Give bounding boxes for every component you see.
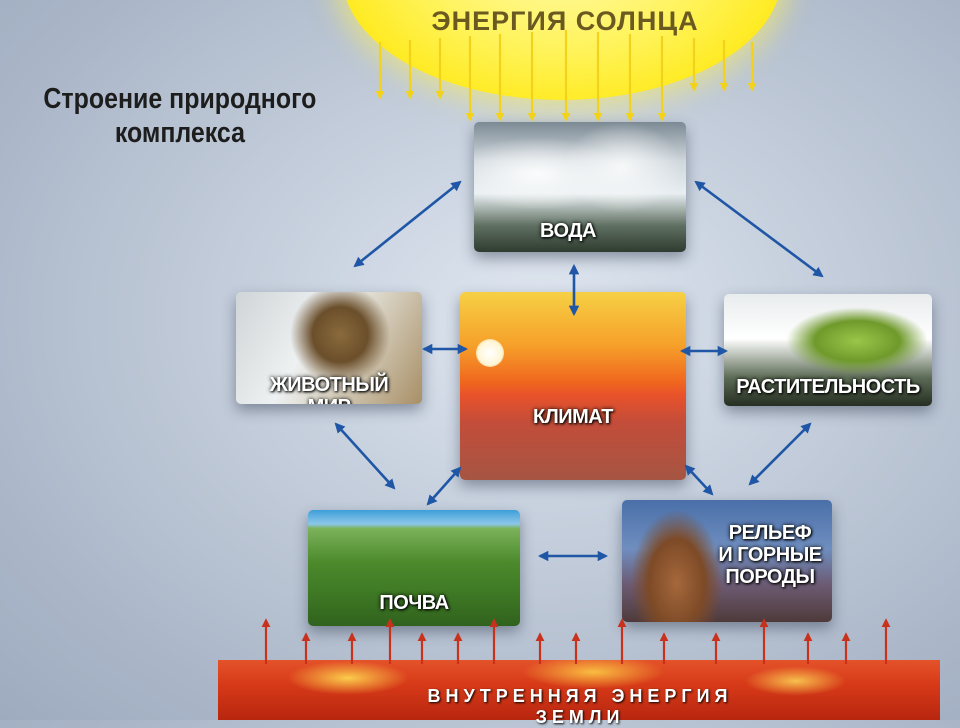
component-relief: РЕЛЬЕФ И ГОРНЫЕ ПОРОДЫ [622,500,832,622]
relief-label-line-1: РЕЛЬЕФ [728,522,812,544]
link-arrow-climate-soil [426,466,462,506]
climate-label: КЛИМАТ [533,406,613,428]
diagram-title: Строение природного комплекса [38,82,322,150]
title-line-2: комплекса [114,117,245,149]
relief-label: РЕЛЬЕФ И ГОРНЫЕ ПОРОДЫ [708,522,832,588]
earth-energy-label: ВНУТРЕННЯЯ ЭНЕРГИЯ ЗЕМЛИ [427,686,733,727]
plants-label: РАСТИТЕЛЬНОСТЬ [736,376,920,398]
link-arrow-water-animals [353,180,462,268]
title-line-1: Строение природного [43,83,317,115]
earth-energy-arrows [261,618,891,664]
component-water: ВОДА [474,122,686,252]
link-arrow-water-plants [694,180,824,278]
earth-energy-band [218,660,940,720]
link-arrow-animals-soil [334,422,396,490]
relief-label-line-2: И ГОРНЫЕ [718,544,822,566]
component-plants: РАСТИТЕЛЬНОСТЬ [724,294,932,406]
relief-label-line-3: ПОРОДЫ [725,566,815,588]
water-label: ВОДА [540,220,596,242]
animals-label: ЖИВОТНЫЙ МИР [269,374,389,404]
climate-sun-disc [476,339,504,367]
link-arrow-climate-relief [684,464,714,496]
component-animals: ЖИВОТНЫЙ МИР [236,292,422,404]
soil-label: ПОЧВА [379,592,449,614]
component-climate: КЛИМАТ [460,292,686,480]
sun-energy-label: ЭНЕРГИЯ СОЛНЦА [431,6,699,36]
component-soil: ПОЧВА [308,510,520,626]
link-arrow-plants-relief [748,422,812,486]
